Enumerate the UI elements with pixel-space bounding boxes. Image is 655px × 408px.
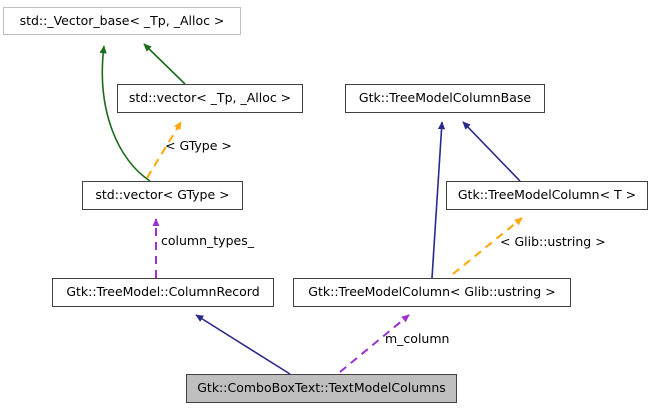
edge-columnt-to-columnbase [462, 121, 521, 182]
node-gtk-treemodelcolumn-ustring[interactable]: Gtk::TreeModelColumn< Glib::ustring > [293, 278, 571, 307]
node-label: std::vector< _Tp, _Alloc > [128, 90, 292, 106]
edge-gtype-instantiation [146, 121, 182, 179]
edge-ustring-instantiation [452, 217, 523, 275]
node-gtk-combuboxtext-textmodelcolumns[interactable]: Gtk::ComboBoxText::TextModelColumns [186, 374, 457, 403]
node-label: Gtk::TreeModel::ColumnRecord [66, 284, 260, 300]
edge-vectorgtype-to-vectorbase [99, 45, 151, 182]
edge-label-gtype: < GType > [165, 138, 232, 153]
node-label: Gtk::TreeModelColumn< Glib::ustring > [308, 284, 556, 300]
node-gtk-treemodelcolumnbase[interactable]: Gtk::TreeModelColumnBase [345, 84, 545, 113]
node-label: Gtk::ComboBoxText::TextModelColumns [197, 380, 446, 396]
edge-textmodelcolumns-to-columnrecord [195, 314, 291, 375]
edge-label-m-column: m_column [385, 331, 450, 346]
edge-columnustring-to-columnbase [431, 121, 446, 279]
node-std-vector-gtype[interactable]: std::vector< GType > [82, 181, 243, 210]
node-label: std::_Vector_base< _Tp, _Alloc > [19, 12, 225, 28]
edge-label-column-types: column_types_ [161, 233, 254, 248]
edge-textmodelcolumns-m-column [339, 314, 410, 373]
node-label: Gtk::TreeModelColumn< T > [457, 187, 637, 203]
edge-label-glib-ustring: < Glib::ustring > [500, 234, 606, 249]
node-gtk-treemodel-columnrecord[interactable]: Gtk::TreeModel::ColumnRecord [52, 278, 274, 307]
node-label: Gtk::TreeModelColumnBase [358, 90, 532, 106]
node-label: std::vector< GType > [95, 187, 230, 203]
node-std-vector-tp-alloc[interactable]: std::vector< _Tp, _Alloc > [117, 84, 303, 113]
node-gtk-treemodelcolumn-t[interactable]: Gtk::TreeModelColumn< T > [446, 181, 648, 210]
edge-vector-to-vectorbase [143, 43, 186, 85]
node-std-vector-base[interactable]: std::_Vector_base< _Tp, _Alloc > [3, 7, 241, 35]
